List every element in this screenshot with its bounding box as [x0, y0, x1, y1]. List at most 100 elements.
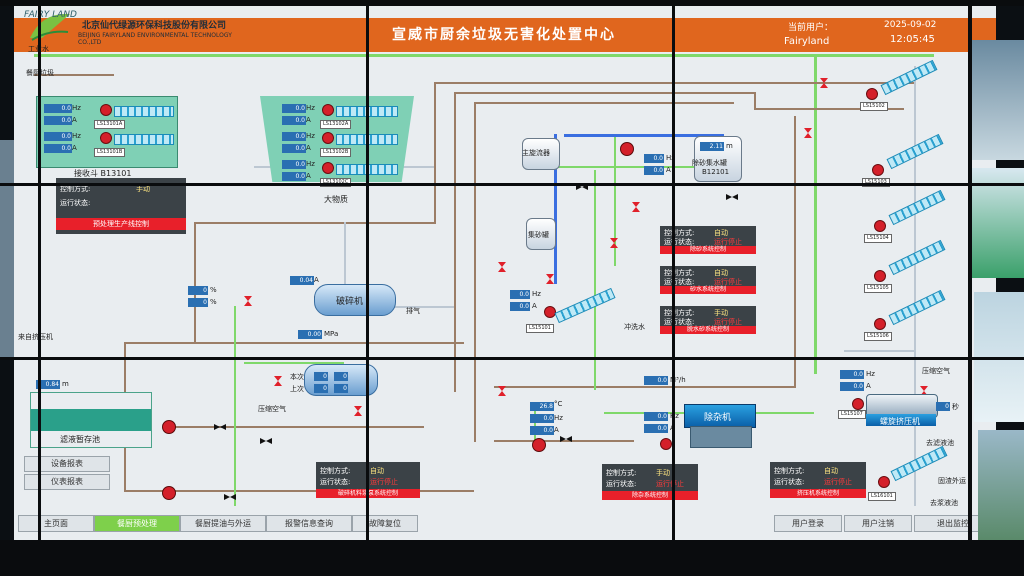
hopper-motor-2-icon[interactable]	[100, 132, 112, 144]
hopper-hz1-unit: Hz	[72, 104, 81, 112]
temp-unit: °C	[554, 400, 563, 408]
bezel-row-1	[0, 183, 1024, 186]
nav-login[interactable]: 用户登录	[774, 515, 842, 532]
right-conveyor-1[interactable]	[880, 59, 938, 96]
pretreat-control-button[interactable]: 预处理生产线控制	[56, 218, 186, 230]
right-motor-2-icon[interactable]	[872, 164, 884, 176]
water-valve-1-icon[interactable]	[820, 78, 828, 88]
sand-hz-value: 0.0	[510, 290, 530, 299]
nav-reset[interactable]: 故障复位	[352, 515, 418, 532]
grit-wash-button[interactable]: 砂水系统控制	[660, 286, 756, 294]
pump-valve-2-icon[interactable]	[260, 438, 272, 444]
press-valve-icon[interactable]	[920, 386, 928, 396]
nav-logout[interactable]: 用户注销	[844, 515, 912, 532]
water-valve-2-icon[interactable]	[804, 128, 812, 138]
filter-pump-2-icon[interactable]	[162, 486, 176, 500]
large-a2-value: 0.0	[282, 144, 306, 153]
green-sand-line	[594, 170, 596, 390]
sand-tank-valve-icon[interactable]	[498, 262, 506, 272]
crusher-pct2-unit: %	[210, 298, 217, 306]
brown-drop-pipe	[754, 92, 756, 108]
crusher-valve-icon[interactable]	[244, 296, 252, 306]
green-air-line	[244, 362, 344, 364]
hopper-conveyor-2[interactable]	[114, 134, 174, 145]
screw-press[interactable]	[866, 414, 936, 426]
brown-bottom-pipe	[124, 490, 474, 492]
bezel-bottom	[0, 540, 1024, 576]
nav-alarm[interactable]: 报警信息查询	[266, 515, 352, 532]
right-conveyor-4[interactable]	[888, 239, 946, 276]
grey-exhaust-pipe	[374, 306, 454, 308]
grit-wash-mode: 自动	[714, 269, 728, 277]
press-button[interactable]: 挤压机系统控制	[770, 489, 866, 498]
press-hz-value: 0.0	[840, 370, 864, 379]
crush-grit-status: 运行停止	[714, 238, 742, 246]
top-brown-pipe-3	[474, 102, 734, 104]
brown-vertical-2	[454, 92, 456, 392]
press-motor-icon[interactable]	[852, 398, 864, 410]
sand-valve-icon[interactable]	[498, 386, 506, 396]
slurry-pump-icon[interactable]	[532, 438, 546, 452]
impurity-button[interactable]: 除杂系统控制	[602, 491, 698, 500]
pump-hz-value: 0.0	[530, 414, 554, 423]
sand-outlet-valve-icon[interactable]	[546, 274, 554, 284]
large-hz3-unit: Hz	[306, 160, 315, 168]
right-motor-3-icon[interactable]	[874, 220, 886, 232]
hopper-conveyor-1[interactable]	[114, 106, 174, 117]
hopper-motor-1-icon[interactable]	[100, 104, 112, 116]
sand-conveyor[interactable]	[554, 287, 616, 324]
grit-valve-icon[interactable]	[632, 202, 640, 212]
sand-pump-valve-icon[interactable]	[560, 436, 572, 442]
air-valve-icon[interactable]	[274, 376, 282, 386]
screw-press-label: 螺旋挤压机	[880, 417, 920, 426]
impurity-remover[interactable]	[684, 404, 756, 428]
right-motor-5-icon[interactable]	[874, 318, 886, 330]
grit-wash-panel: 控制方式: 自动 运行状态: 运行停止 砂水系统控制	[660, 266, 756, 294]
instrument-report-button[interactable]: 仪表报表	[24, 474, 110, 490]
impurity-motor-icon[interactable]	[660, 438, 672, 450]
nav-extract[interactable]: 餐厨提油与外运	[180, 515, 266, 532]
nav-pretreat[interactable]: 餐厨预处理	[94, 515, 180, 532]
industrial-water-pipe	[34, 54, 934, 57]
equipment-report-button[interactable]: 设备报表	[24, 456, 110, 472]
filter-pump-1-icon[interactable]	[162, 420, 176, 434]
right-conveyor-3[interactable]	[888, 189, 946, 226]
hopper-hz2-value: 0.0	[44, 132, 72, 141]
grit-tank-valve-icon[interactable]	[726, 194, 738, 200]
crush-grit-panel: 控制方式: 自动 运行状态: 运行停止 除砂系统控制	[660, 226, 756, 254]
impurity-status: 运行停止	[656, 480, 684, 488]
dewater-status: 运行停止	[714, 318, 742, 326]
camera-feed-2	[972, 168, 1024, 278]
large-a2-unit: A	[306, 144, 311, 152]
grit-hz-unit: Hz	[666, 154, 675, 162]
camera-feed-left	[0, 140, 14, 360]
hopper-hz2-unit: Hz	[72, 132, 81, 140]
current-user: Fairyland	[784, 36, 830, 47]
grit-pump-icon[interactable]	[620, 142, 634, 156]
bezel-col-4	[968, 0, 972, 576]
crusher[interactable]	[314, 284, 396, 316]
flush-valve-icon[interactable]	[610, 238, 618, 248]
right-motor-1-icon[interactable]	[866, 88, 878, 100]
right-motor-4-icon[interactable]	[874, 270, 886, 282]
waste-inlet-pipe	[34, 74, 114, 76]
large-motor-2-icon[interactable]	[322, 132, 334, 144]
crusher-pct1-unit: %	[210, 286, 217, 294]
last-time-label: 上次	[290, 385, 304, 393]
nav-home[interactable]: 主页面	[18, 515, 94, 532]
grit-wash-status: 运行停止	[714, 278, 742, 286]
crush-grit-button[interactable]: 除砂系统控制	[660, 246, 756, 254]
large-motor-1-icon[interactable]	[322, 104, 334, 116]
dewater-status-label: 运行状态:	[664, 318, 695, 326]
pump-a-unit: A	[554, 426, 559, 434]
large-motor-3-icon[interactable]	[322, 162, 334, 174]
grit-line-valve-icon[interactable]	[576, 184, 588, 190]
bottom-valve-icon[interactable]	[224, 494, 236, 500]
pump-valve-1-icon[interactable]	[214, 424, 226, 430]
tank-valve-icon[interactable]	[354, 406, 362, 416]
press-a-value: 0.0	[840, 382, 864, 391]
crush-grit-status-label: 运行状态:	[664, 238, 695, 246]
right-conveyor-5[interactable]	[888, 289, 946, 326]
dewater-button[interactable]: 脱水砂系统控制	[660, 326, 756, 334]
outbound-motor-icon[interactable]	[878, 476, 890, 488]
